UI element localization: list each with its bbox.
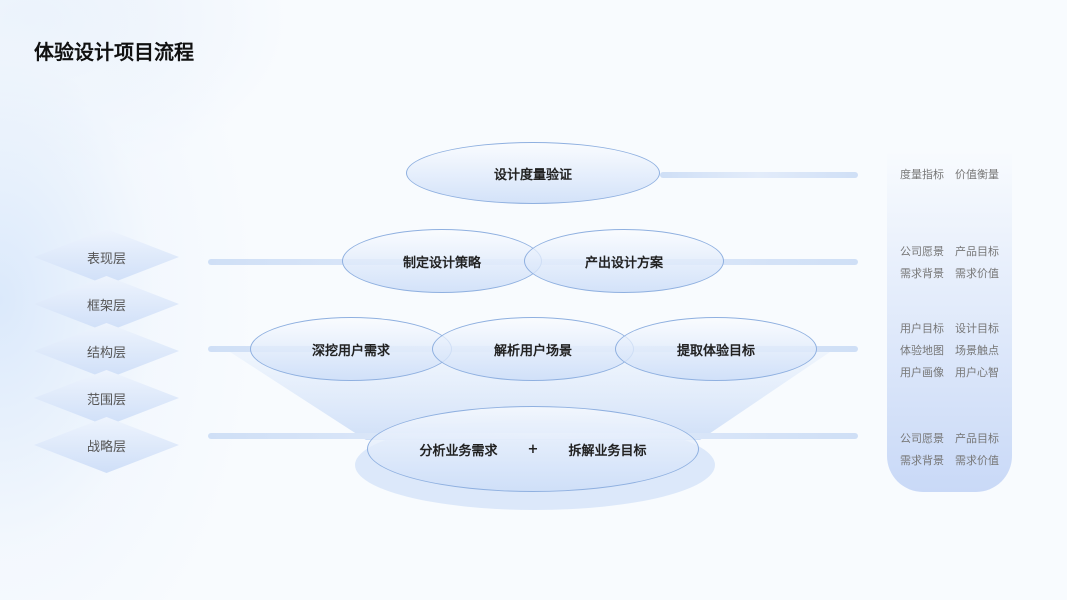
- node-design-metrics: 设计度量验证: [406, 142, 660, 204]
- layer-label: 表现层: [86, 251, 126, 267]
- page-title: 体验设计项目流程: [34, 40, 194, 64]
- layer-scope: 范围层: [34, 370, 179, 426]
- panel-item: 公司愿景: [900, 432, 944, 445]
- layer-label: 框架层: [86, 298, 126, 314]
- layer-structure: 结构层: [34, 323, 179, 379]
- panel-item: 需求价值: [955, 267, 999, 280]
- panel-item: 度量指标: [900, 168, 944, 181]
- panel-item: 设计目标: [955, 322, 999, 335]
- panel-item: 场景触点: [955, 344, 999, 357]
- node-user-needs: 深挖用户需求: [250, 317, 452, 381]
- panel-item: 公司愿景: [900, 245, 944, 258]
- panel-item: 体验地图: [900, 344, 944, 357]
- panel-item: 需求背景: [900, 454, 944, 467]
- business-needs-label: 分析业务需求: [419, 443, 498, 459]
- layer-skeleton: 框架层: [34, 276, 179, 332]
- panel-item: 价值衡量: [955, 168, 999, 181]
- panel-item: 产品目标: [955, 432, 999, 445]
- node-design-strategy: 制定设计策略: [342, 229, 542, 293]
- layer-label: 战略层: [86, 439, 126, 455]
- panel-item: 用户目标: [900, 322, 944, 335]
- node-design-solution: 产出设计方案: [524, 229, 724, 293]
- panel-item: 用户画像: [900, 366, 944, 379]
- panel-item: 需求价值: [955, 454, 999, 467]
- layer-label: 结构层: [86, 345, 126, 361]
- plus-sign: +: [527, 441, 539, 457]
- layer-label: 范围层: [86, 392, 126, 408]
- panel-item: 用户心智: [955, 366, 999, 379]
- outputs-panel: [887, 150, 1012, 492]
- panel-item: 需求背景: [900, 267, 944, 280]
- node-user-scenarios: 解析用户场景: [432, 317, 634, 381]
- business-goals-label: 拆解业务目标: [568, 443, 647, 459]
- node-experience-goals: 提取体验目标: [615, 317, 817, 381]
- layer-surface: 表现层: [34, 229, 179, 285]
- layer-strategy: 战略层: [34, 417, 179, 473]
- panel-item: 产品目标: [955, 245, 999, 258]
- connector-line: [660, 172, 858, 178]
- node-business-analysis: 分析业务需求 + 拆解业务目标: [367, 406, 699, 492]
